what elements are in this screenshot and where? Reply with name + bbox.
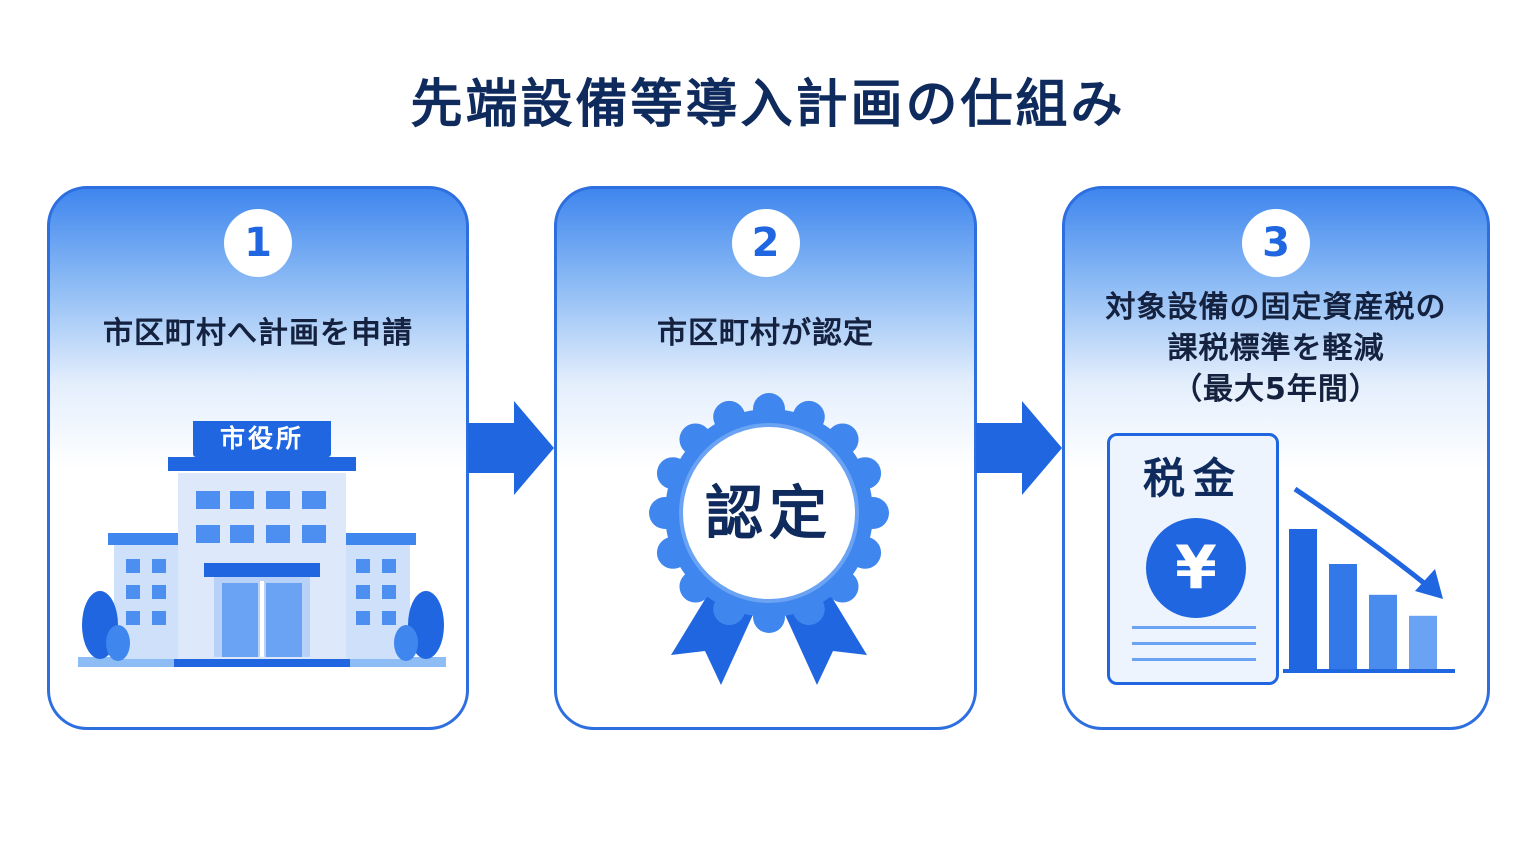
step-label-2: 市区町村が認定 xyxy=(657,316,874,351)
step-card-2: 2 市区町村が認定 認定 xyxy=(554,186,977,730)
trend-bar xyxy=(1289,529,1317,669)
city-hall-sign-text: 市役所 xyxy=(219,424,304,453)
flow-arrow-2-icon xyxy=(976,401,1062,495)
tax-document-title: 税金 xyxy=(1142,454,1243,503)
document-line xyxy=(1132,658,1256,661)
trend-bar xyxy=(1369,594,1397,669)
yen-coin-icon: ¥ xyxy=(1146,518,1246,618)
yen-symbol: ¥ xyxy=(1175,533,1217,603)
step-card-3: 3 対象設備の固定資産税の 課税標準を軽減 （最大5年間） 税金 ¥ xyxy=(1062,186,1490,730)
page-title: 先端設備等導入計画の仕組み xyxy=(410,75,1126,135)
step-label-3-line-3: （最大5年間） xyxy=(1172,372,1380,407)
step-number-badge-1: 1 xyxy=(224,209,292,277)
city-hall-icon xyxy=(78,421,446,667)
trend-bar xyxy=(1329,564,1357,669)
step-number-badge-2: 2 xyxy=(731,209,800,277)
step-label-1: 市区町村へ計画を申請 xyxy=(103,316,413,351)
step-card-1: 1 市区町村へ計画を申請 xyxy=(47,186,469,730)
certification-seal-icon xyxy=(649,393,889,685)
tax-document: 税金 ¥ xyxy=(1107,433,1279,685)
declining-bar-chart-icon xyxy=(1283,486,1455,673)
document-line xyxy=(1132,642,1256,645)
step-label-3-line-1: 対象設備の固定資産税の xyxy=(1105,290,1447,325)
trend-bar xyxy=(1409,615,1437,669)
step-number-badge-3: 3 xyxy=(1242,209,1310,277)
document-line xyxy=(1132,626,1256,629)
step-label-3-line-2: 課税標準を軽減 xyxy=(1167,331,1385,366)
seal-text: 認定 xyxy=(704,479,833,547)
flow-arrow-1-icon xyxy=(468,401,554,495)
